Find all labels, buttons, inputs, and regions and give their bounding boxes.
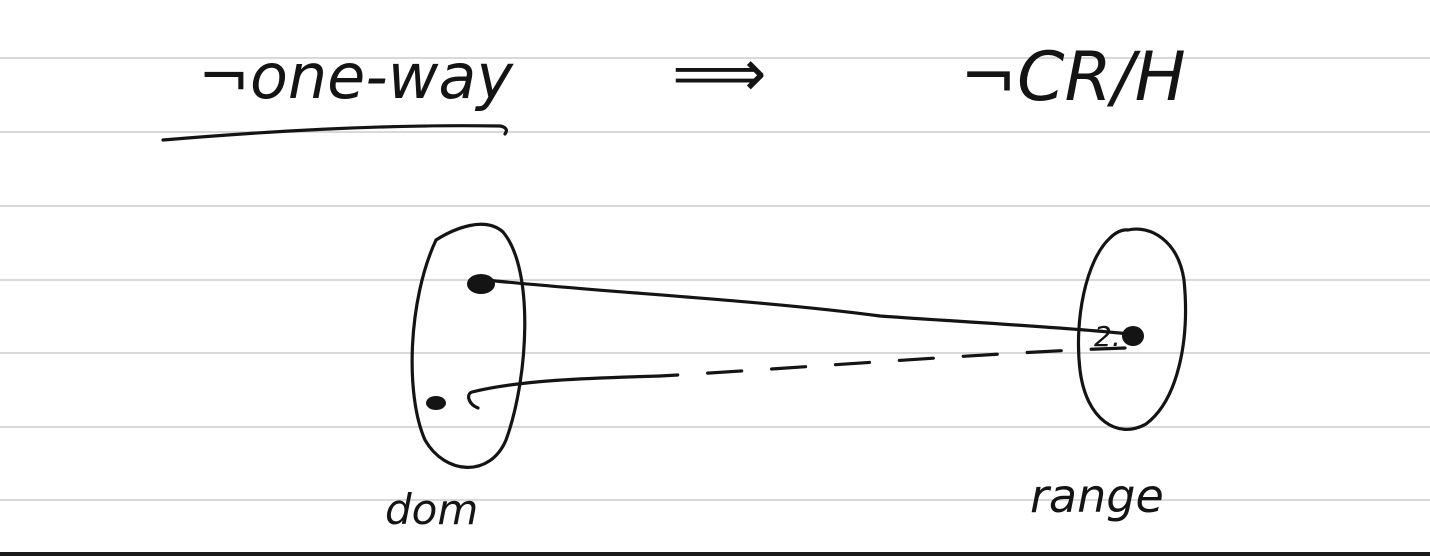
mapping-arrow-solid bbox=[484, 278, 1132, 336]
range-point bbox=[1122, 326, 1144, 346]
heading-right-text: ¬CR/H bbox=[960, 38, 1186, 117]
domain-label: dom bbox=[385, 485, 478, 534]
heading-left-text: ¬one-way bbox=[198, 40, 514, 113]
range-ellipse bbox=[1076, 227, 1188, 431]
bottom-edge-bar bbox=[0, 552, 1430, 556]
ruled-lines bbox=[0, 57, 1430, 501]
range-point-label: 2. bbox=[1094, 320, 1121, 353]
reverse-mapping-dashed bbox=[658, 346, 1127, 378]
domain-point-top bbox=[467, 274, 495, 294]
domain-point-bottom bbox=[426, 396, 446, 410]
reverse-mapping-hook bbox=[467, 374, 662, 410]
heading-underline bbox=[161, 124, 508, 142]
implies-arrow: ⟹ bbox=[672, 35, 767, 112]
range-label: range bbox=[1030, 469, 1164, 523]
domain-ellipse bbox=[410, 222, 527, 469]
